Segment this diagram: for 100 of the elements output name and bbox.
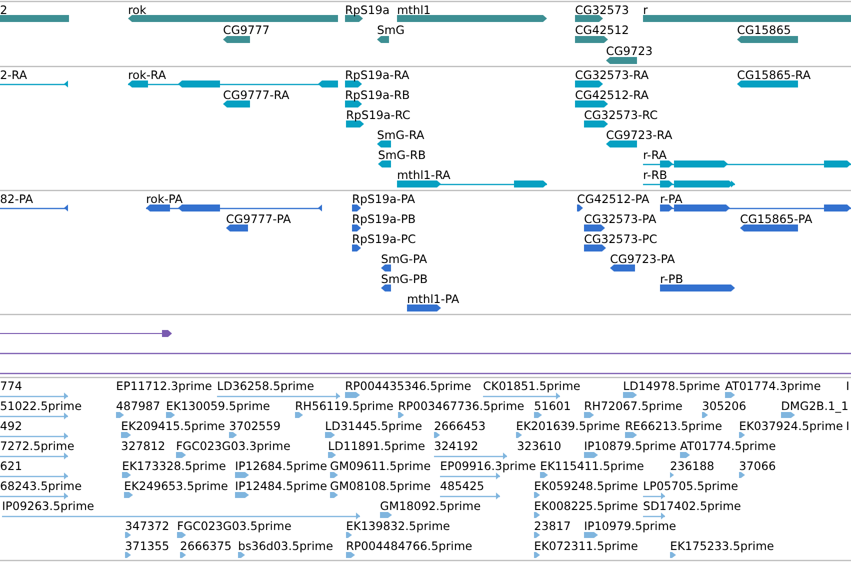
gene-label: CG9723	[606, 44, 653, 58]
gene-label: 2	[0, 3, 8, 17]
est-label: LD31445.5prime	[325, 419, 422, 433]
transcript-label: mthl1-RA	[397, 168, 450, 182]
est-label: RP003467736.5prime	[398, 399, 524, 413]
est-label: EK201639.5prime	[516, 419, 620, 433]
transcript-label: rok-RA	[128, 68, 166, 82]
est-label: 7272.5prime	[0, 439, 74, 453]
est-label: RE66213.5prime	[625, 419, 722, 433]
est-label: EK173328.5prime	[122, 459, 226, 473]
transcript-label: CG42512-RA	[575, 88, 649, 102]
est-label: 23817	[534, 519, 571, 533]
est-label: 51601	[534, 399, 571, 413]
est-label: EK037924.5prime	[739, 419, 844, 433]
gene-label: rok	[128, 3, 146, 17]
est-label: EK115411.5prime	[540, 459, 644, 473]
protein-label: r-PB	[660, 272, 684, 286]
est-label: LD36258.5prime	[217, 379, 314, 393]
est-label: RP004484766.5prime	[346, 539, 472, 553]
est-label: 485425	[440, 479, 484, 493]
est-label: EP09916.3prime	[440, 459, 536, 473]
est-label: AT01774.3prime	[725, 379, 821, 393]
protein-label: CG9723-PA	[610, 252, 675, 266]
est-label: 2666375	[180, 539, 232, 553]
est-label: 324192	[434, 439, 478, 453]
transcript-label: CG15865-RA	[737, 68, 811, 82]
est-label: 323610	[517, 439, 562, 453]
est-label: EK130059.5prime	[166, 399, 270, 413]
est-label: GM18092.5prime	[380, 499, 481, 513]
est-label: EK072311.5prime	[534, 539, 638, 553]
est-label: LD11891.5prime	[328, 439, 426, 453]
est-label: FGC023G03.5prime	[177, 519, 292, 533]
est-label: AT01774.5prime	[680, 439, 776, 453]
gene-label: mthl1	[397, 3, 431, 17]
est-label: IP12484.5prime	[235, 479, 328, 493]
protein-label: CG9777-PA	[226, 212, 291, 226]
protein-label: CG15865-PA	[740, 212, 812, 226]
gene-label: r	[643, 3, 648, 17]
est-label: 37066	[739, 459, 776, 473]
transcript-label: RpS19a-RB	[345, 88, 410, 102]
gene-label: RpS19a	[345, 3, 390, 17]
est-label: 487987	[116, 399, 160, 413]
transcript-label: CG32573-RA	[575, 68, 649, 82]
protein-label: CG32573-PA	[584, 212, 656, 226]
gene-label: SmG	[377, 23, 405, 37]
est-label: 2666453	[434, 419, 486, 433]
transcript-label: CG9723-RA	[606, 128, 672, 142]
est-label: RH72067.5prime	[584, 399, 682, 413]
est-label: IP09263.5prime	[2, 499, 94, 513]
protein-label: CG32573-PC	[584, 232, 658, 246]
transcript-label: RpS19a-RA	[345, 68, 410, 82]
est-label: EK059248.5prime	[534, 479, 638, 493]
est-label: 327812	[121, 439, 166, 453]
est-label: IP10879.5prime	[584, 439, 676, 453]
est-label: 774	[0, 379, 22, 393]
est-label: FGC023G03.3prime	[176, 439, 290, 453]
est-label: EK209415.5prime	[121, 419, 226, 433]
gene-label: CG32573	[575, 3, 629, 17]
transcript-label: r-RA	[643, 148, 667, 162]
est-label: GM08108.5prime	[330, 479, 431, 493]
transcript-label: RpS19a-RC	[346, 108, 410, 122]
transcript-label: SmG-RB	[378, 148, 426, 162]
transcript-label: 2-RA	[0, 68, 28, 82]
est-label: I	[846, 379, 850, 393]
protein-label: rok-PA	[146, 192, 183, 206]
protein-label: SmG-PB	[381, 272, 428, 286]
est-label: 51022.5prime	[0, 399, 82, 413]
est-label: 3702559	[229, 419, 281, 433]
protein-label: CG42512-PA	[577, 192, 650, 206]
est-label: SD17402.5prime	[643, 499, 742, 513]
protein-label: RpS19a-PB	[352, 212, 416, 226]
est-label: IP10979.5prime	[584, 519, 676, 533]
est-label: LP05705.5prime	[643, 479, 738, 493]
est-label: EK139832.5prime	[346, 519, 450, 533]
protein-label: RpS19a-PC	[352, 232, 416, 246]
est-label: EK249653.5prime	[124, 479, 228, 493]
est-label: DMG2B.1_1	[781, 399, 848, 413]
est-label: 621	[0, 459, 22, 473]
protein-label: mthl1-PA	[407, 292, 460, 306]
est-label: EK175233.5prime	[670, 539, 774, 553]
est-label: I	[846, 419, 850, 433]
est-label: EK008225.5prime	[534, 499, 638, 513]
gene-label: CG42512	[575, 23, 629, 37]
est-label: RH56119.5prime	[295, 399, 394, 413]
protein-label: r-PA	[660, 192, 682, 206]
protein-label: 82-PA	[0, 192, 34, 206]
est-label: 371355	[125, 539, 170, 553]
est-label: 347372	[125, 519, 170, 533]
transcript-label: SmG-RA	[377, 128, 424, 142]
protein-label: RpS19a-PA	[352, 192, 415, 206]
est-label: EP11712.3prime	[116, 379, 212, 393]
est-label: GM09611.5prime	[330, 459, 431, 473]
gene-label: CG15865	[737, 23, 791, 37]
est-label: 236188	[670, 459, 714, 473]
est-label: 305206	[702, 399, 746, 413]
protein-label: SmG-PA	[381, 252, 428, 266]
transcript-label: r-RB	[643, 168, 668, 182]
transcript-label: CG9777-RA	[223, 88, 290, 102]
est-label: 68243.5prime	[0, 479, 82, 493]
transcript-label: CG32573-RC	[584, 108, 658, 122]
